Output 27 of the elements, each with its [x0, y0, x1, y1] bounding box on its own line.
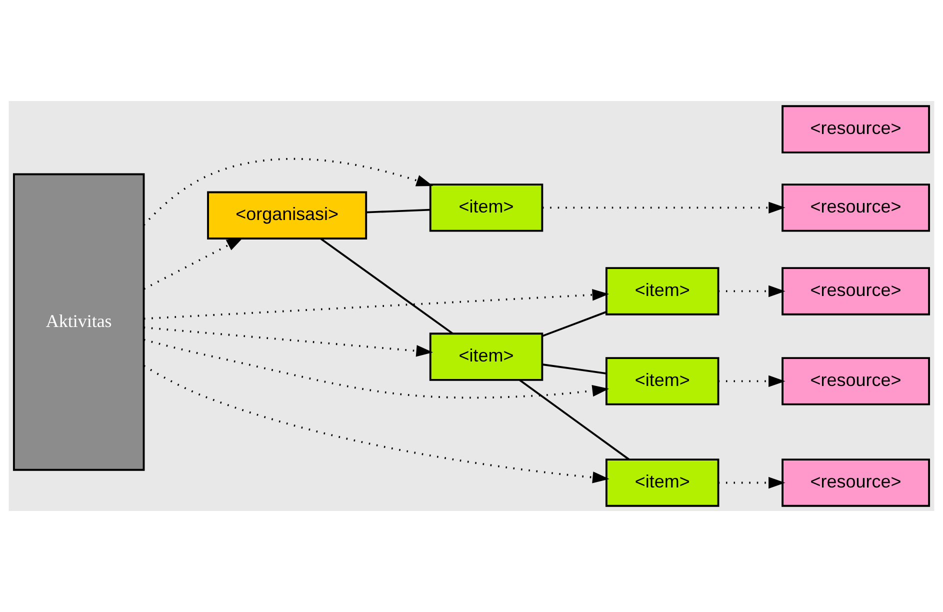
arrow	[143, 158, 434, 226]
arrow	[143, 365, 610, 484]
node-box: <item>	[429, 184, 544, 232]
node-box: <resource>	[782, 105, 930, 154]
arrow	[144, 289, 610, 320]
node-box: <item>	[429, 332, 544, 381]
node-box: <resource>	[782, 267, 930, 316]
node-box: <resource>	[782, 184, 930, 232]
connector	[320, 238, 454, 334]
arrow	[144, 338, 610, 399]
node-box: <item>	[606, 267, 720, 316]
node-box: <item>	[606, 458, 720, 507]
arrow	[144, 326, 434, 357]
connector	[542, 364, 606, 374]
node-box: <organisasi>	[207, 191, 368, 240]
arrow	[718, 375, 786, 388]
connector	[542, 311, 606, 337]
node-box: <resource>	[782, 357, 930, 406]
node-box: <resource>	[782, 458, 930, 507]
arrow	[144, 237, 244, 290]
arrow	[718, 476, 786, 489]
connector	[366, 208, 430, 214]
node-box: Aktivitas	[12, 173, 145, 471]
arrow	[718, 285, 786, 298]
arrow	[542, 202, 786, 214]
connector	[519, 379, 630, 460]
node-box: <item>	[606, 357, 720, 406]
